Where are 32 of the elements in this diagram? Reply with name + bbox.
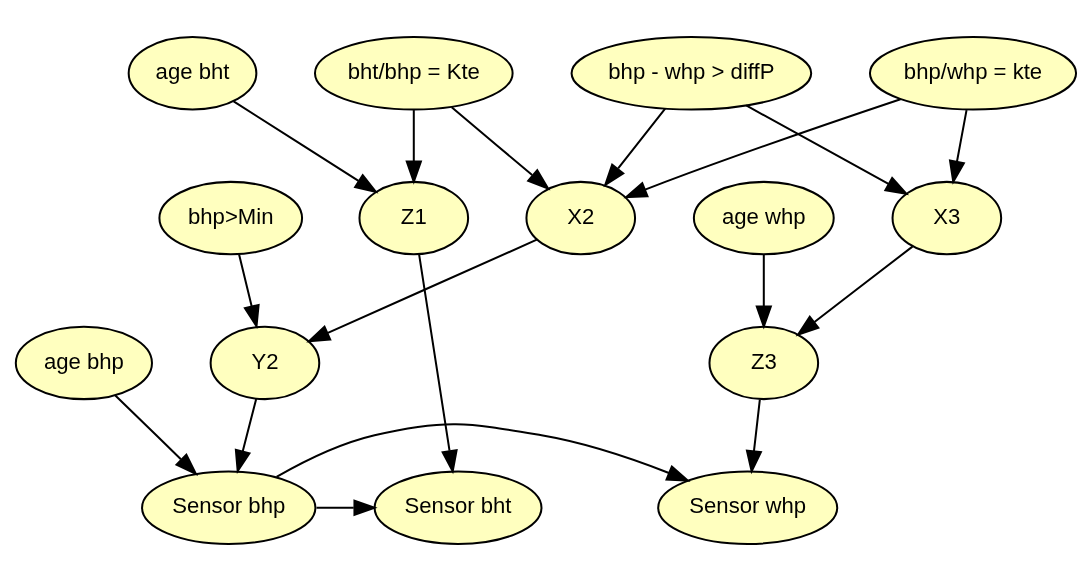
arrow [405, 110, 423, 185]
arrow [234, 398, 258, 474]
node-ellipse: Y2 [209, 325, 321, 401]
arrow [623, 98, 901, 199]
node-ellipse: Z3 [708, 325, 820, 401]
arrow [755, 254, 773, 330]
node-ellipse: bhp/whp = kte [868, 36, 1078, 111]
arrow [451, 106, 551, 191]
node-ellipse: Z1 [358, 180, 470, 256]
node-ellipse: bht/bhp = Kte [313, 36, 514, 111]
node-ellipse: age bhp [14, 325, 153, 401]
node-ellipse: bhp - whp > diffP [570, 36, 813, 111]
arrow [948, 109, 968, 185]
arrow [316, 499, 378, 517]
arrow [745, 399, 763, 475]
arrow [603, 108, 666, 188]
node-ellipse: age bht [127, 36, 258, 111]
node-ellipse: age whp [692, 180, 835, 256]
arrow [238, 253, 260, 330]
arrow [795, 245, 914, 337]
node-ellipse: Sensor bhp [141, 470, 317, 545]
node-ellipse: Sensor whp [657, 470, 839, 545]
arrow [276, 423, 691, 482]
node-ellipse: X3 [891, 180, 1003, 256]
node-ellipse: Sensor bht [373, 470, 543, 545]
node-ellipse: bhp>Min [158, 180, 304, 256]
arrow [306, 238, 538, 343]
arrow [418, 254, 458, 475]
arrow [114, 394, 199, 476]
arrow [745, 104, 910, 196]
arrow [233, 100, 379, 194]
node-ellipse: X2 [525, 180, 637, 256]
